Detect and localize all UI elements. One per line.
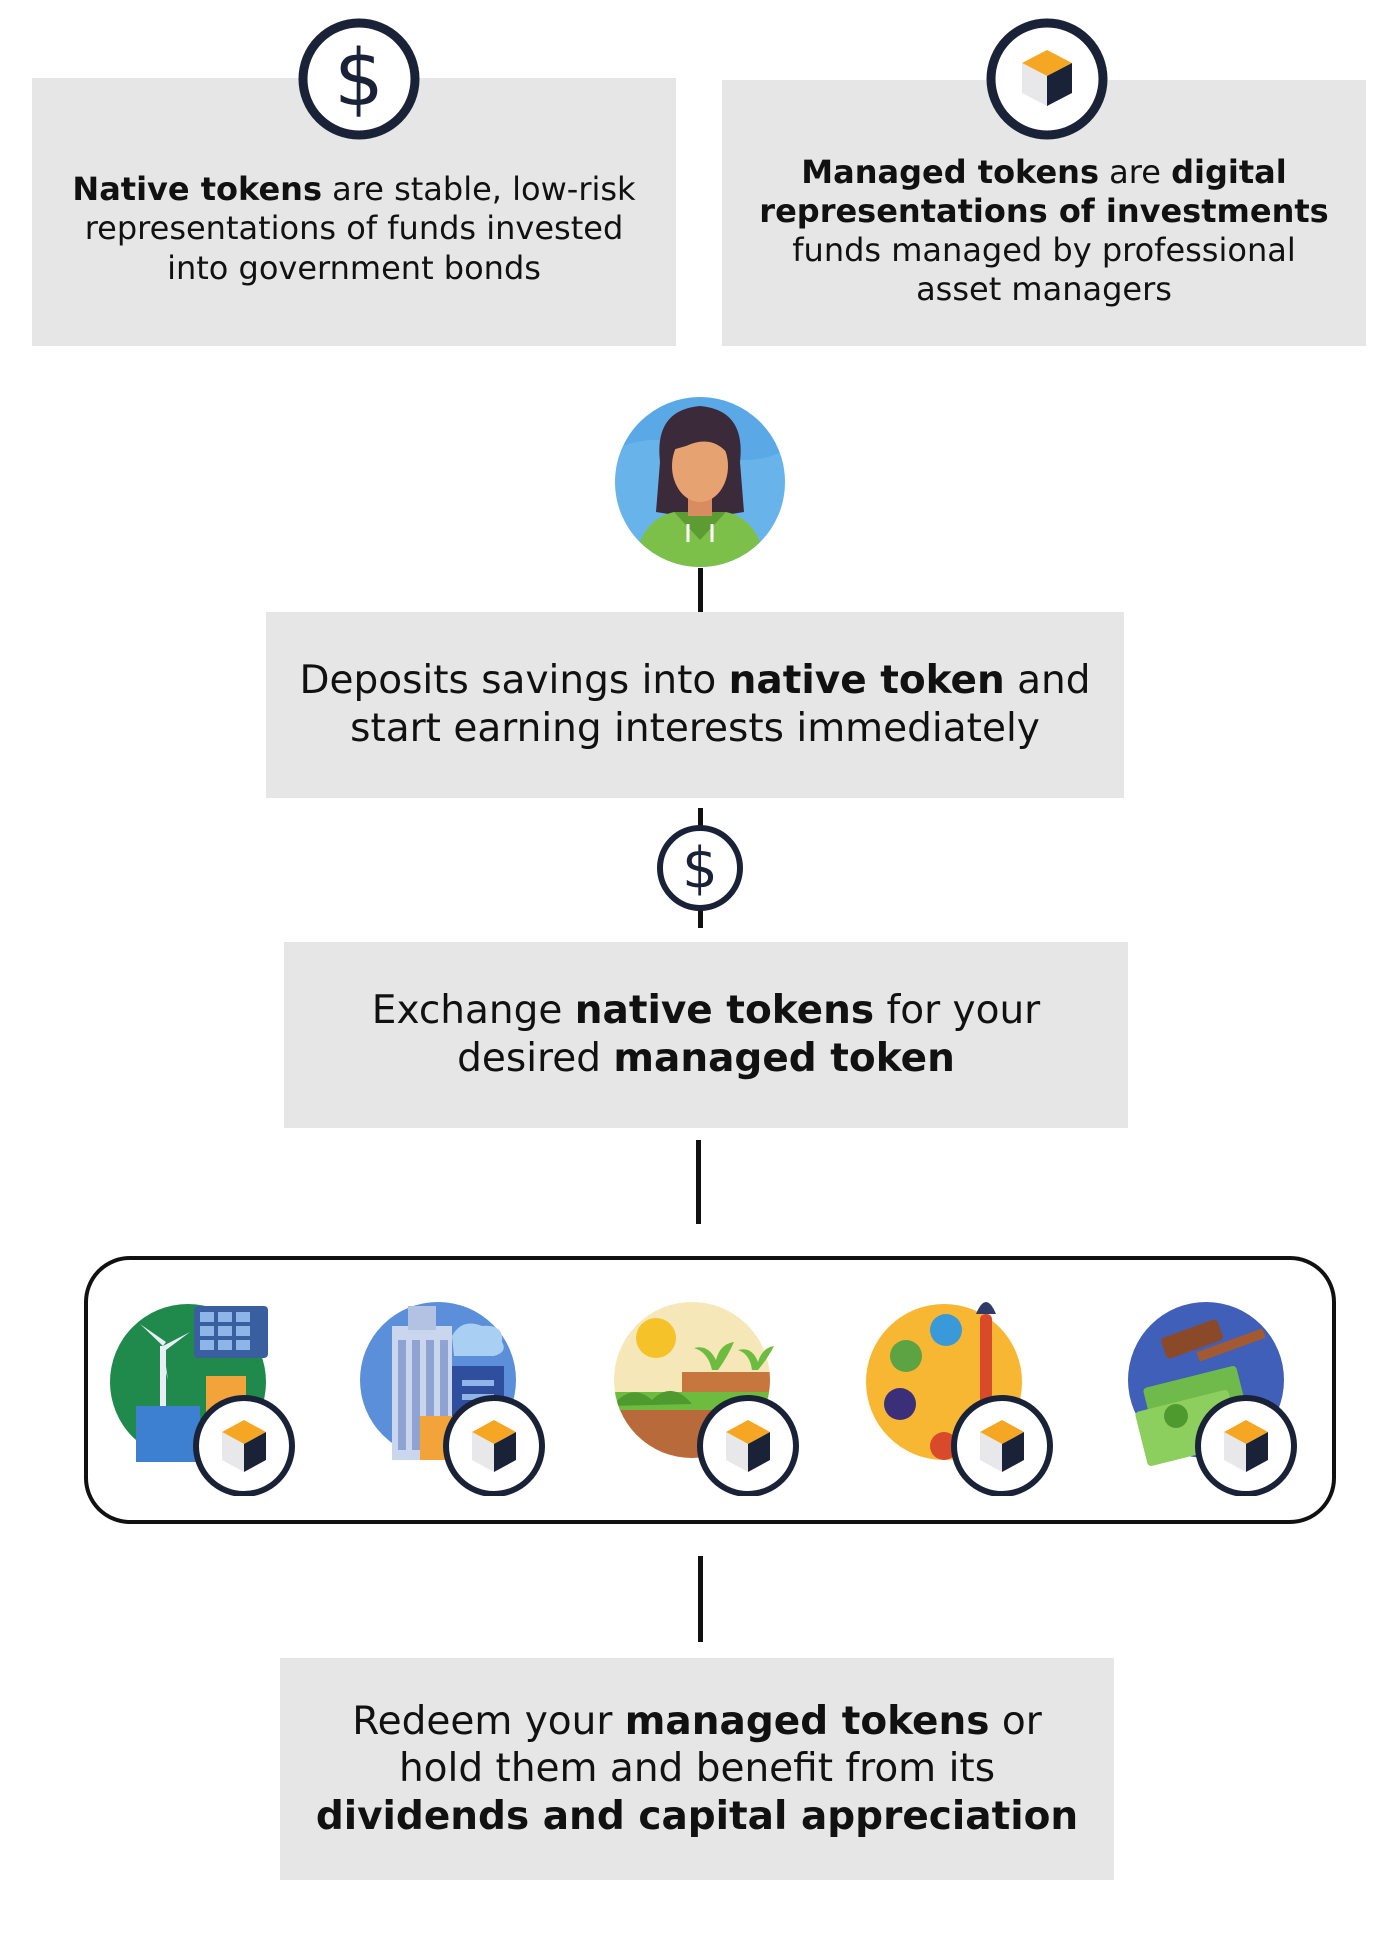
- exchange-step-box: Exchange native tokens for your desired …: [284, 942, 1128, 1128]
- person-avatar: [615, 397, 785, 567]
- connector-line: [696, 1140, 701, 1224]
- managed-token-categories-panel: [84, 1256, 1336, 1524]
- deposit-step-box: Deposits savings into native token and s…: [266, 612, 1124, 798]
- agriculture-icon: [614, 1302, 799, 1496]
- redeem-step-box: Redeem your managed tokens or hold them …: [280, 1658, 1114, 1880]
- art-icon: [866, 1302, 1053, 1496]
- connector-line: [698, 568, 703, 612]
- svg-text:$: $: [334, 34, 384, 124]
- dollar-icon: $: [298, 18, 420, 140]
- connector-line: [698, 1556, 703, 1642]
- token-cube-icon: [986, 18, 1108, 140]
- real-estate-icon: [360, 1302, 545, 1496]
- dollar-icon: $: [657, 825, 743, 911]
- svg-text:$: $: [682, 836, 718, 901]
- legal-finance-icon: [1128, 1302, 1297, 1496]
- native-tokens-bold: Native tokens: [72, 170, 322, 209]
- renewable-energy-icon: [110, 1304, 295, 1496]
